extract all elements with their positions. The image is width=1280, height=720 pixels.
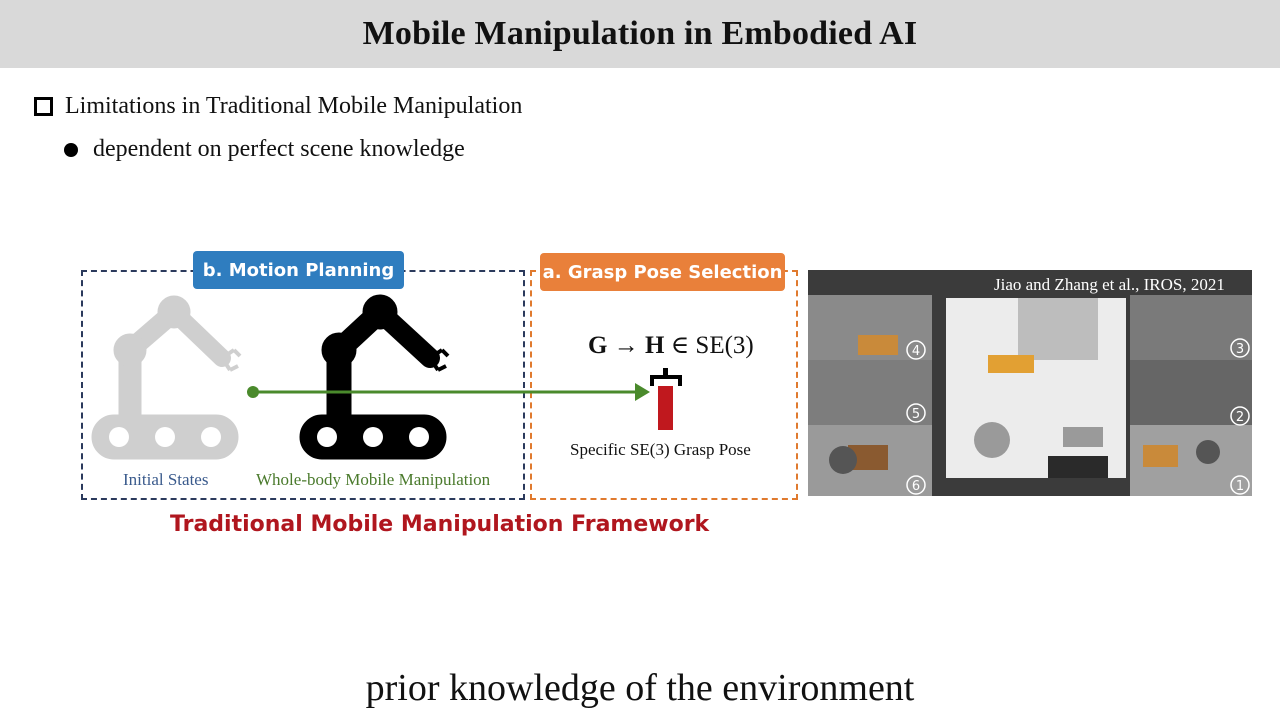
section-heading: Limitations in Traditional Mobile Manipu… <box>34 93 522 120</box>
citation-text: Jiao and Zhang et al., IROS, 2021 <box>994 275 1225 294</box>
whole-body-robot-icon <box>299 294 450 460</box>
formula-arrow: → <box>613 332 639 359</box>
grasp-pose-tag: a. Grasp Pose Selection <box>540 253 785 291</box>
bullet-text: dependent on perfect scene knowledge <box>93 136 465 162</box>
square-bullet-icon <box>34 97 53 116</box>
slide-title: Mobile Manipulation in Embodied AI <box>362 15 918 52</box>
initial-robot-icon <box>91 295 242 460</box>
grasp-gripper-icon <box>650 368 682 430</box>
simulation-scene-image: 4 5 6 3 2 1 <box>808 270 1252 496</box>
robots-illustration <box>91 294 450 460</box>
grasp-formula: G → H ∈ SE(3) <box>588 330 754 360</box>
scene-marker-3-label: 3 <box>1236 342 1244 357</box>
framework-title: Traditional Mobile Manipulation Framewor… <box>170 512 710 537</box>
scene-marker-2-icon <box>1230 406 1250 426</box>
scene-marker-2-label: 2 <box>1236 410 1244 425</box>
connection-arrow <box>247 383 650 401</box>
subtitle-caption: prior knowledge of the environment <box>365 667 915 709</box>
formula-h: H <box>644 332 665 359</box>
grasp-pose-label: Specific SE(3) Grasp Pose <box>570 440 751 459</box>
scene-marker-1-label: 1 <box>1236 479 1244 494</box>
round-bullet-icon <box>64 142 78 157</box>
scene-marker-3-icon <box>1230 338 1250 358</box>
formula-in: ∈ <box>670 332 690 359</box>
scene-marker-5-icon <box>906 403 926 423</box>
scene-marker-1-icon <box>1230 475 1250 495</box>
scene-marker-5-label: 5 <box>912 407 920 422</box>
motion-planning-tag: b. Motion Planning <box>193 251 404 289</box>
formula-se3: SE(3) <box>695 332 754 359</box>
whole-body-label: Whole-body Mobile Manipulation <box>256 470 491 489</box>
scene-marker-6-icon <box>906 475 926 495</box>
scene-marker-4-label: 4 <box>912 344 920 359</box>
scene-marker-4-icon <box>906 340 926 360</box>
title-bar: Mobile Manipulation in Embodied AI <box>0 0 1280 68</box>
scene-marker-6-label: 6 <box>912 479 920 494</box>
bullet-item: dependent on perfect scene knowledge <box>64 136 465 163</box>
formula-g: G <box>588 332 608 359</box>
initial-states-label: Initial States <box>123 470 209 489</box>
section-heading-text: Limitations in Traditional Mobile Manipu… <box>65 93 523 119</box>
